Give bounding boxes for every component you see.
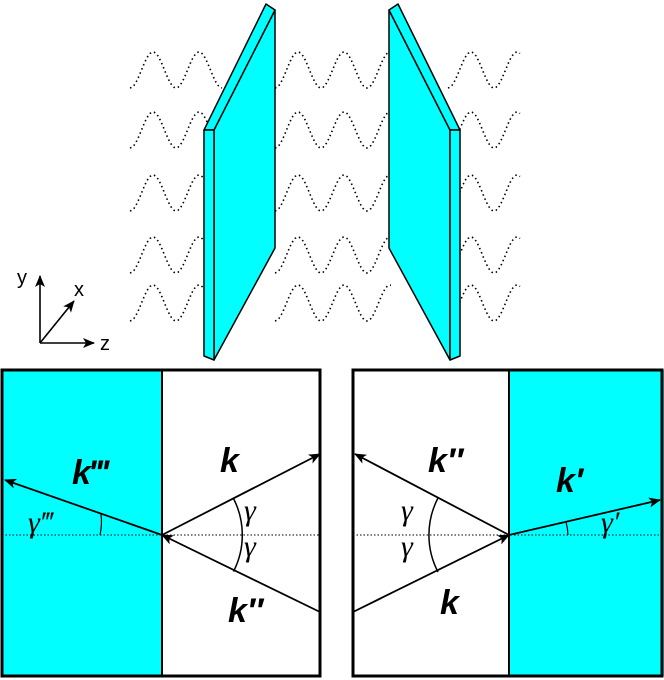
right-gamma-top-label: γ: [401, 494, 414, 527]
wave-row-1-segment-2: [274, 51, 391, 89]
x-axis-label: x: [74, 279, 84, 301]
left-gamma-bottom-label: γ: [244, 530, 257, 563]
wave-row-4-segment-2: [274, 236, 391, 274]
left-transmitted-ray: [4, 478, 163, 536]
right-angle-arc: [428, 497, 439, 573]
wave-row-2-segment-2: [274, 111, 391, 149]
left-k-label: k: [220, 442, 241, 480]
incident-waves: [129, 51, 521, 322]
left-k-triple-prime-label: k‴: [72, 454, 110, 492]
y-axis-label: y: [17, 267, 27, 289]
x-axis-arrow: [39, 300, 75, 344]
wave-row-2-segment-1: [129, 111, 223, 149]
left-panel: k k″ k‴ γ γ γ‴: [0, 368, 322, 678]
z-axis-label: z: [100, 333, 110, 355]
coordinate-axes: [35, 275, 95, 348]
wave-row-1-segment-3: [447, 51, 521, 89]
left-incident-ray: [161, 453, 321, 536]
left-slab-side-edge: [203, 129, 215, 361]
right-panel-frame: [351, 368, 664, 678]
left-k-double-prime-label: k″: [228, 592, 265, 630]
left-tilted-slab: [203, 3, 276, 361]
right-gamma-prime-label: γ′: [601, 506, 620, 539]
left-gamma-triple-prime-label: γ‴: [28, 506, 55, 539]
right-transmitted-angle-arc: [565, 521, 569, 536]
right-panel: k″ k k′ γ γ γ′: [351, 368, 664, 678]
left-transmitted-angle-arc: [99, 513, 103, 536]
right-transmitted-ray: [508, 497, 661, 536]
wave-row-5-segment-2: [274, 284, 391, 322]
wave-row-1-segment-1: [129, 51, 223, 89]
right-k-prime-label: k′: [556, 462, 585, 500]
left-gamma-top-label: γ: [244, 494, 257, 527]
right-reflected-ray: [354, 453, 510, 536]
right-gamma-bottom-label: γ: [401, 530, 414, 563]
left-panel-cyan-region: [2, 370, 162, 676]
left-reflected-ray: [161, 534, 321, 613]
right-panel-cyan-region: [509, 370, 664, 676]
right-slab-side-edge: [449, 129, 461, 361]
right-k-label: k: [440, 584, 461, 622]
right-k-double-prime-label: k″: [428, 442, 465, 480]
left-angle-arc: [232, 498, 243, 572]
wave-row-3-segment-2: [274, 174, 391, 212]
right-incident-ray: [352, 534, 510, 613]
right-tilted-slab: [388, 3, 461, 361]
